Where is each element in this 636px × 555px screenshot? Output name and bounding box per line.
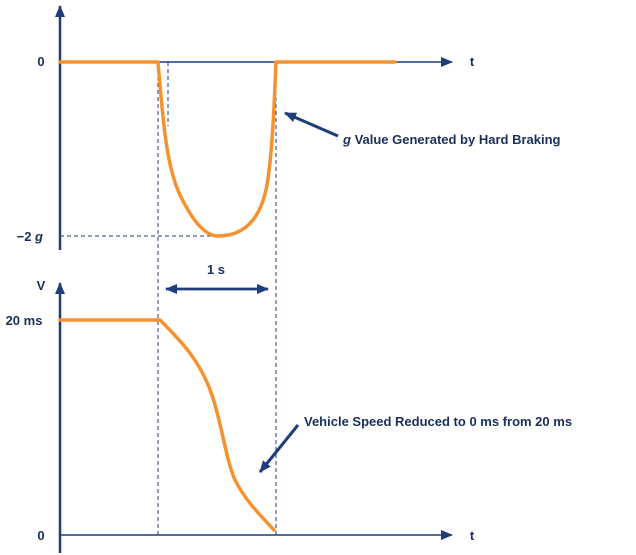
bottom-y-tick-top: 20 ms bbox=[6, 313, 43, 328]
acceleration-curve bbox=[58, 60, 397, 238]
top-x-axis-label: t bbox=[470, 54, 475, 69]
top-y-tick-min-var: g bbox=[34, 229, 43, 244]
top-y-tick-min-prefix: −2 bbox=[17, 229, 35, 244]
bottom-y-tick-zero: 0 bbox=[37, 528, 44, 543]
guide-lines bbox=[60, 62, 277, 535]
speed-annotation: Vehicle Speed Reduced to 0 ms from 20 ms bbox=[304, 414, 572, 429]
braking-annotation: g Value Generated by Hard Braking bbox=[342, 132, 561, 147]
braking-annotation-text: Value Generated by Hard Braking bbox=[351, 132, 561, 147]
speed-curve bbox=[58, 318, 276, 532]
bottom-x-axis-label: t bbox=[470, 528, 475, 543]
braking-annotation-var: g bbox=[342, 132, 351, 147]
bottom-y-axis-label: V bbox=[37, 278, 46, 293]
top-y-tick-min: −2 g bbox=[17, 229, 43, 244]
top-y-tick-zero: 0 bbox=[37, 54, 44, 69]
speed-annotation-arrow bbox=[258, 424, 300, 473]
braking-annotation-arrow bbox=[284, 111, 339, 138]
interval-label: 1 s bbox=[207, 262, 225, 277]
